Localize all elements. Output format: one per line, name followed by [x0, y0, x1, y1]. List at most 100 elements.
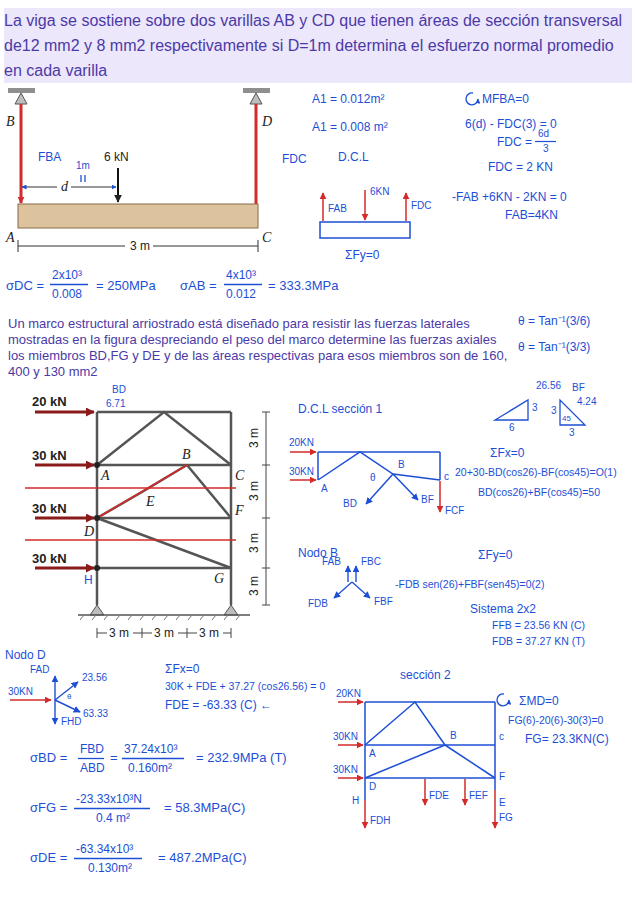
fraction-numerator: 4x10³ — [226, 268, 256, 282]
load-label: 6 kN — [104, 150, 129, 164]
beam-figure — [250, 93, 262, 104]
beam-figure — [153, 246, 258, 247]
equation: ΣFx=0 — [490, 446, 524, 460]
force-note: 30KN — [333, 731, 358, 743]
free-body-sketch — [320, 222, 410, 238]
dimension-label: d — [60, 179, 69, 196]
braced-frame — [223, 633, 231, 634]
joint-label: H — [352, 795, 359, 807]
equation: -FDB sen(26)+FBF(sen45)=0(2) — [395, 578, 544, 591]
equation: σFG = — [30, 800, 67, 816]
braced-frame — [25, 412, 270, 638]
braced-frame — [90, 605, 104, 615]
beam-figure — [15, 93, 27, 104]
joint-b-sketch — [347, 566, 348, 582]
beam-figure — [255, 104, 258, 204]
braced-frame — [262, 568, 270, 569]
equation: BD(cos26)+BF(cos45)=50 — [478, 486, 600, 499]
free-body-sketch — [535, 141, 556, 142]
joint-d-sketch — [55, 682, 78, 700]
braced-frame — [97, 633, 107, 634]
dimension-label: 3 m — [247, 481, 261, 501]
braced-frame — [94, 462, 100, 468]
joint-label: D — [84, 524, 94, 541]
beam-figure — [18, 246, 125, 247]
side-length: 3 — [569, 427, 575, 439]
joint-label: E — [499, 797, 506, 809]
member-note: BF — [421, 494, 434, 506]
handwritten-note: 1m — [76, 160, 90, 172]
equation: ΣFy=0 — [345, 248, 379, 262]
result: = 58.3MPa(C) — [164, 800, 245, 816]
fraction-numerator: -63.34x10³ — [76, 842, 133, 856]
section-title: Nodo D — [5, 648, 46, 662]
handwritten-note: Sistema 2x2 — [470, 602, 536, 616]
result: FFB = 23.56 KN (C) — [492, 619, 585, 632]
beam-figure — [18, 240, 19, 252]
joint-label: H — [84, 573, 93, 587]
joint-b-sketch — [334, 582, 352, 598]
force-note: FAB — [328, 203, 347, 215]
section-title: sección 2 — [400, 668, 451, 682]
side-length: 6 — [509, 422, 515, 434]
joint-d-sketch — [54, 700, 55, 724]
handwritten-note: D.C.L — [338, 150, 369, 164]
joint-label: A — [321, 483, 328, 495]
force-note: FEF — [469, 790, 488, 802]
equation: FDC = 2 KN — [488, 160, 553, 174]
section-one-sketch — [290, 451, 316, 453]
braced-frame — [97, 412, 270, 638]
angle-note: 26.56 — [536, 380, 561, 392]
joint-b-sketch — [355, 566, 356, 582]
section-one-sketch — [439, 452, 441, 480]
beam-figure — [80, 175, 81, 182]
beam-figure — [18, 204, 258, 228]
section-two-sketch — [365, 702, 495, 800]
force-note: FAD — [30, 664, 49, 676]
fraction-numerator: 37.24x10³ — [124, 742, 177, 756]
braced-frame — [262, 412, 270, 413]
braced-frame — [97, 517, 231, 520]
section-two-sketch — [494, 790, 496, 828]
equation: σBD = — [30, 750, 67, 766]
joint-label: G — [214, 571, 224, 588]
side-length: 3 — [551, 405, 557, 417]
force-note: FBA — [38, 150, 61, 164]
fraction-bar — [74, 808, 150, 809]
section-two-sketch — [364, 800, 366, 828]
free-body-sketch — [322, 193, 324, 221]
equation: = 333.3MPa — [268, 278, 338, 294]
fraction-numerator: 2x10³ — [52, 268, 82, 282]
section-one-sketch — [318, 452, 440, 480]
equation: = — [110, 750, 118, 766]
force-note: 23.56 — [82, 672, 107, 684]
force-label: 30 kN — [32, 448, 67, 464]
section-two-sketch — [424, 779, 426, 805]
point-label: D — [262, 114, 272, 131]
braced-frame — [97, 628, 98, 638]
braced-frame — [35, 567, 94, 570]
result: FDE = -63.33 (C) ← — [165, 698, 272, 712]
angle-note: 45 — [562, 414, 571, 424]
result: = 487.2MPa(C) — [158, 850, 247, 866]
braced-frame — [35, 517, 94, 520]
beam-figure — [117, 168, 119, 202]
section-two-sketch — [338, 744, 363, 746]
equation: -FAB +6KN - 2KN = 0 — [452, 190, 567, 204]
equation: θ = Tan⁻¹(3/3) — [518, 340, 590, 354]
braced-frame — [97, 412, 231, 605]
braced-frame — [94, 515, 100, 521]
braced-frame — [96, 412, 99, 605]
point-label: A — [6, 230, 15, 247]
braced-frame — [266, 412, 267, 605]
beam-figure — [258, 240, 259, 252]
equation: FAB=4KN — [505, 208, 558, 222]
force-label: 30 kN — [32, 501, 67, 517]
problem-statement: Un marco estructural arriostrado está di… — [8, 316, 513, 380]
braced-frame — [142, 628, 143, 638]
equation: MFBA=0 — [482, 92, 529, 106]
section-one-sketch — [318, 451, 440, 453]
braced-frame — [262, 518, 270, 519]
equation: σAB = — [180, 278, 217, 294]
